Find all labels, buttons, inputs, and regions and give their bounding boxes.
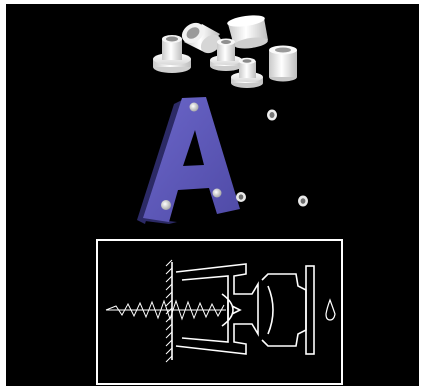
screw-thread xyxy=(106,301,226,319)
water-drop-icon xyxy=(326,300,335,320)
product-photo-scene xyxy=(6,4,419,386)
stud-cap-1 xyxy=(267,110,277,121)
letter-bolt-left xyxy=(161,200,171,210)
stud-caps-group xyxy=(236,110,308,207)
mounting-diagram xyxy=(97,240,342,384)
letter-a-sign xyxy=(137,97,240,224)
spacer-sleeve-6 xyxy=(269,46,297,82)
standoff-cap xyxy=(262,266,314,354)
stud-cap-3 xyxy=(298,196,308,207)
product-illustration xyxy=(6,4,419,386)
anchor-sleeve xyxy=(176,264,258,354)
letter-bolt-top xyxy=(190,103,199,112)
spacer-sleeves-group xyxy=(153,13,297,88)
stud-cap-2 xyxy=(236,192,246,202)
letter-bolt-right xyxy=(213,189,222,198)
